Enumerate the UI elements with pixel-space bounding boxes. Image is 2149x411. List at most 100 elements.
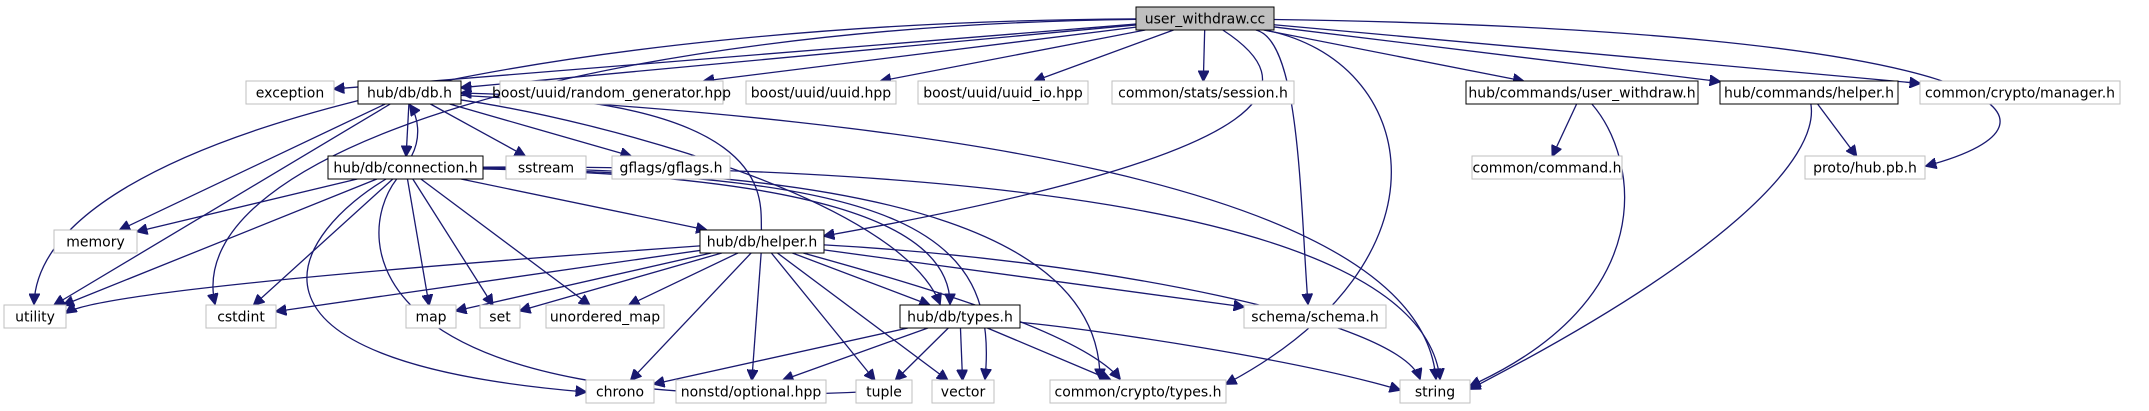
edge-root-to-uuid_io: [1034, 29, 1174, 81]
node-map: map: [405, 304, 457, 329]
node-tuple: tuple: [855, 379, 913, 404]
edge-root-to-rand: [704, 26, 1137, 81]
node-conn[interactable]: hub/db/connection.h: [327, 155, 484, 180]
node-root[interactable]: user_withdraw.cc: [1135, 6, 1275, 31]
node-box: [899, 304, 1021, 329]
node-label: gflags/gflags.h: [620, 161, 723, 177]
node-label: chrono: [596, 385, 644, 401]
node-label: hub/db/connection.h: [333, 161, 477, 177]
node-box: [675, 379, 827, 404]
edge-conn-to-umap: [420, 178, 590, 305]
edge-root-to-crypto_mgr: [1273, 24, 1920, 84]
edge-root-to-cmd_uw: [1263, 29, 1524, 81]
edge-types-to-chrono: [654, 327, 909, 384]
edge-db-to-conn: [406, 103, 409, 156]
node-label: common/stats/session.h: [1118, 86, 1288, 102]
edge-conn-to-tuple: [378, 178, 880, 394]
node-box: [855, 379, 913, 404]
node-box: [327, 155, 484, 180]
node-dbhelper[interactable]: hub/db/helper.h: [699, 229, 825, 254]
edge-dbhelper-to-optional: [752, 252, 762, 380]
node-label: sstream: [518, 161, 574, 177]
edge-root-to-dbhelper: [824, 29, 1264, 236]
edge-root-to-exception: [334, 23, 1137, 89]
node-box: [1471, 155, 1623, 180]
node-box: [205, 304, 277, 329]
node-box: [499, 80, 724, 105]
edge-root-to-session: [1203, 29, 1204, 81]
node-types[interactable]: hub/db/types.h: [899, 304, 1021, 329]
edge-dbhelper-to-utility: [66, 245, 701, 313]
edge-conn-to-memory: [137, 178, 358, 232]
node-label: cstdint: [217, 310, 265, 326]
node-gflags: gflags/gflags.h: [611, 155, 731, 180]
node-box: [405, 304, 457, 329]
node-box: [545, 304, 665, 329]
node-session: common/stats/session.h: [1111, 80, 1295, 105]
edge-dbhelper-to-cstdint: [276, 249, 701, 311]
node-label: nonstd/optional.hpp: [681, 385, 822, 401]
edge-layer: [34, 18, 2001, 394]
node-chrono: chrono: [585, 379, 655, 404]
node-label: hub/commands/user_withdraw.h: [1468, 86, 1695, 102]
node-cstdint: cstdint: [205, 304, 277, 329]
node-box: [53, 229, 138, 254]
edge-types-to-ctypes: [987, 327, 1110, 380]
edge-dbhelper-to-chrono: [631, 252, 752, 380]
node-cmd_helper[interactable]: hub/commands/helper.h: [1719, 80, 1899, 105]
node-label: user_withdraw.cc: [1145, 12, 1265, 28]
edge-dbhelper-to-set: [520, 252, 723, 311]
node-box: [479, 304, 521, 329]
node-label: boost/uuid/uuid.hpp: [751, 86, 891, 102]
node-label: hub/db/types.h: [907, 310, 1013, 326]
node-utility: utility: [3, 304, 67, 329]
node-label: utility: [15, 310, 55, 326]
edge-db-to-sstream: [430, 103, 525, 156]
node-label: string: [1415, 385, 1455, 401]
edge-root-to-schema: [1255, 29, 1308, 304]
edge-dbhelper-to-map: [456, 252, 712, 311]
edge-dbhelper-to-types: [792, 252, 929, 305]
edge-db-to-utility: [54, 103, 391, 305]
node-label: schema/schema.h: [1251, 310, 1378, 326]
node-box: [917, 80, 1089, 105]
node-db[interactable]: hub/db/db.h: [357, 80, 462, 105]
node-cmd_uw[interactable]: hub/commands/user_withdraw.h: [1465, 80, 1699, 105]
node-command: common/command.h: [1471, 155, 1623, 180]
edge-root-to-proto: [1273, 18, 2001, 166]
edge-conn-to-cstdint: [254, 178, 394, 305]
node-box: [745, 80, 897, 105]
edge-root-to-db: [461, 24, 1137, 88]
node-label: hub/db/db.h: [367, 86, 452, 102]
node-label: tuple: [866, 385, 902, 401]
node-box: [1465, 80, 1699, 105]
node-label: unordered_map: [550, 310, 660, 326]
node-box: [1135, 6, 1275, 31]
edge-db-to-memory: [120, 103, 386, 230]
edge-db-to-string: [460, 94, 1436, 379]
node-label: common/crypto/types.h: [1055, 385, 1222, 401]
node-string: string: [1399, 379, 1471, 404]
node-label: map: [415, 310, 446, 326]
node-label: vector: [941, 385, 986, 401]
node-box: [699, 229, 825, 254]
edge-conn-to-chrono: [306, 178, 586, 392]
edge-cmd_uw-to-command: [1552, 103, 1578, 156]
node-umap: unordered_map: [545, 304, 665, 329]
node-box: [1399, 379, 1471, 404]
node-uuid: boost/uuid/uuid.hpp: [745, 80, 897, 105]
node-label: common/crypto/manager.h: [1925, 86, 2115, 102]
edge-dbhelper-to-vector: [777, 252, 947, 380]
edge-types-to-optional: [783, 327, 929, 380]
edge-conn-to-set: [412, 178, 493, 305]
node-label: set: [489, 310, 511, 326]
node-optional: nonstd/optional.hpp: [675, 379, 827, 404]
edge-types-to-string: [1019, 321, 1400, 390]
edge-dbhelper-to-umap: [629, 252, 739, 305]
node-box: [931, 379, 995, 404]
node-ctypes: common/crypto/types.h: [1049, 379, 1227, 404]
node-label: memory: [66, 235, 125, 251]
node-rand: boost/uuid/random_generator.hpp: [492, 80, 731, 105]
